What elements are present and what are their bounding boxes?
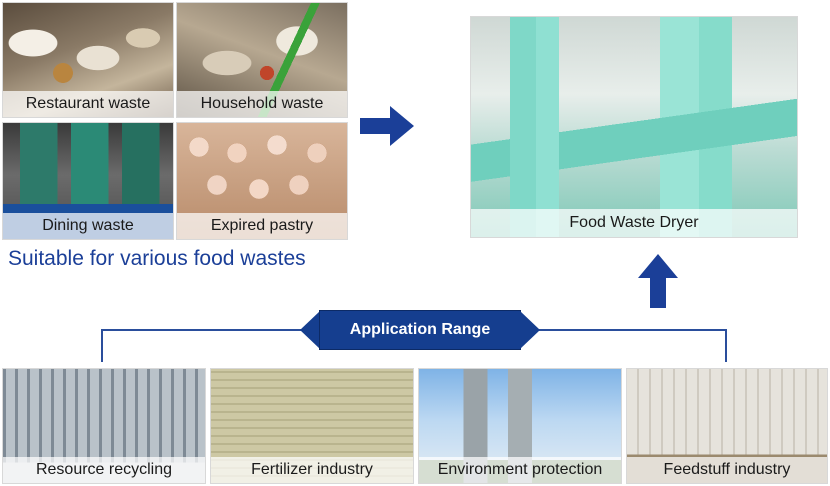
resource-recycling-caption: Resource recycling (3, 457, 205, 483)
restaurant-waste-tile: Restaurant waste (2, 2, 174, 118)
feedstuff-industry-caption: Feedstuff industry (627, 457, 827, 483)
arrow-right-icon (360, 106, 414, 146)
food-waste-dryer-photo (471, 17, 797, 237)
expired-pastry-caption: Expired pastry (177, 213, 347, 239)
arrow-up-icon (638, 254, 678, 308)
suitable-text: Suitable for various food wastes (8, 247, 306, 270)
application-range-label: Application Range (320, 311, 520, 349)
application-range-left-wing (300, 311, 320, 349)
environment-protection-tile: Environment protection (418, 368, 622, 484)
household-waste-caption: Household waste (177, 91, 347, 117)
resource-recycling-tile: Resource recycling (2, 368, 206, 484)
household-waste-tile: Household waste (176, 2, 348, 118)
food-waste-dryer-caption: Food Waste Dryer (471, 209, 797, 237)
restaurant-waste-caption: Restaurant waste (3, 91, 173, 117)
feedstuff-industry-tile: Feedstuff industry (626, 368, 828, 484)
dining-waste-tile: Dining waste (2, 122, 174, 240)
food-waste-dryer-tile: Food Waste Dryer (470, 16, 798, 238)
dining-waste-caption: Dining waste (3, 213, 173, 239)
environment-protection-caption: Environment protection (419, 457, 621, 483)
application-range-right-wing (520, 311, 540, 349)
fertilizer-industry-tile: Fertilizer industry (210, 368, 414, 484)
expired-pastry-tile: Expired pastry (176, 122, 348, 240)
fertilizer-industry-caption: Fertilizer industry (211, 457, 413, 483)
